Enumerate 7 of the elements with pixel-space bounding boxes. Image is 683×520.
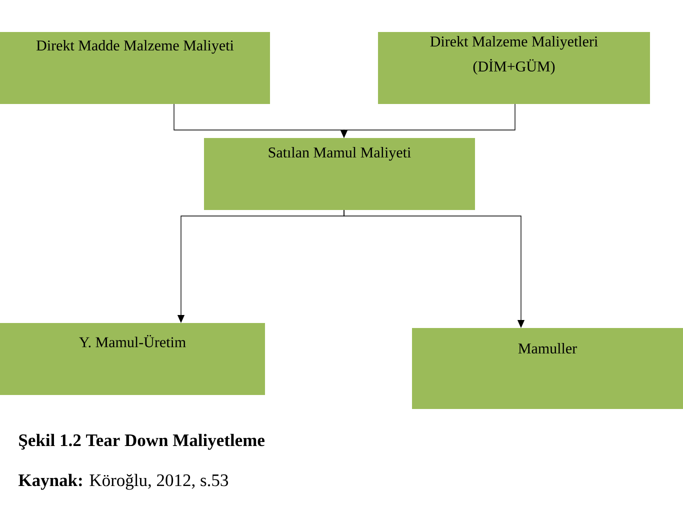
process-box: Direkt Madde Malzeme Maliyeti bbox=[0, 32, 270, 104]
process-box: Mamuller bbox=[412, 328, 683, 409]
figure-caption: Şekil 1.2 Tear Down Maliyetleme bbox=[19, 434, 264, 450]
source-note: Kaynak: Köroğlu, 2012, s.53 bbox=[18, 474, 228, 490]
process-box: Y. Mamul-Üretim bbox=[0, 323, 265, 395]
process-box: Direkt Malzeme Maliyetleri (DİM+GÜM) bbox=[378, 32, 650, 104]
process-box: Satılan Mamul Maliyeti bbox=[204, 138, 475, 210]
